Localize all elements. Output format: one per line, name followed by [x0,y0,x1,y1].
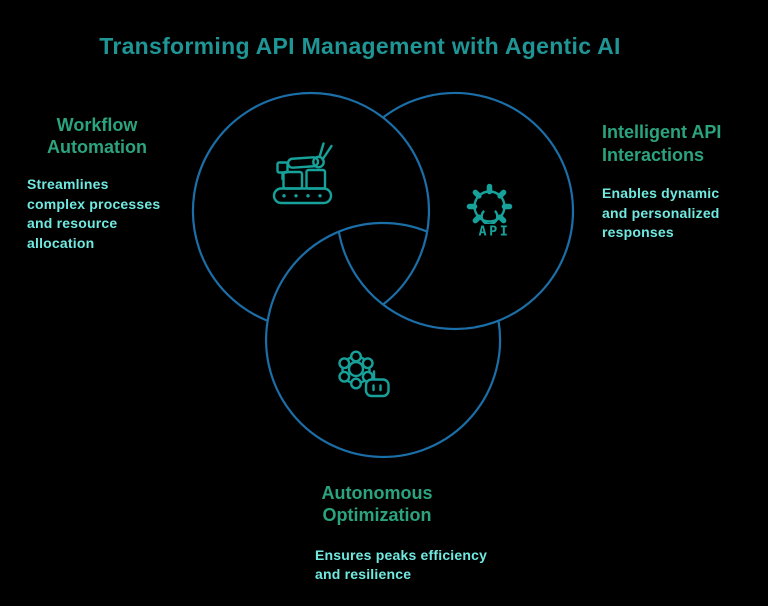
heading-intelligent-api-interactions: Intelligent API Interactions [602,121,762,167]
heading-line: Interactions [602,145,705,165]
venn-circle-workflow-automation [191,91,431,322]
venn-circle-intelligent-api [337,91,575,331]
heading-line: Intelligent API [602,122,722,142]
description-line: and resource [27,215,118,231]
gear-robot-icon [338,350,390,398]
heading-line: Workflow [56,115,138,135]
description-line: Ensures peaks efficiency [315,547,488,563]
robotic-arm-conveyor-icon [272,142,333,205]
heading-workflow-automation: Workflow Automation [17,114,177,158]
description-line: and personalized [602,204,720,221]
description-intelligent-api-interactions: Enables dynamic and personalized respons… [602,184,747,243]
heading-line: Autonomous [321,483,433,503]
venn-circle-autonomous-optimization [265,221,502,459]
gear-api-icon: API [466,183,514,240]
description-line: allocation [27,234,95,251]
heading-autonomous-optimization: Autonomous Optimization [306,482,448,526]
api-label: API [479,224,511,240]
description-line: Streamlines [27,176,109,192]
description-line: and resilience [315,566,412,582]
description-line: Enables dynamic [602,185,720,201]
heading-line: Optimization [322,505,432,525]
heading-line: Automation [47,137,147,157]
description-line: responses [602,224,674,240]
page-title: Transforming API Management with Agentic… [99,33,621,59]
description-line: complex processes [27,195,161,212]
description-autonomous-optimization: Ensures peaks efficiency and resilience [315,546,500,584]
description-workflow-automation: Streamlines complex processes and resour… [27,175,177,253]
